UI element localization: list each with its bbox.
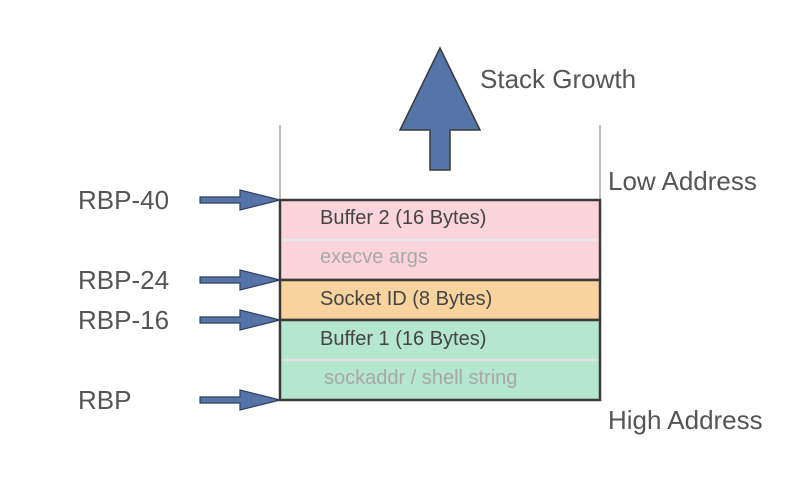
low-address-label: Low Address	[608, 166, 757, 196]
register-label-rbp-40: RBP-40	[78, 185, 170, 215]
stack-growth-arrow-icon	[398, 46, 482, 171]
stack-growth-label: Stack Growth	[480, 64, 637, 94]
socket-id-label: Socket ID (8 Bytes)	[320, 288, 493, 310]
rbp-24-pointer-arrow-icon	[199, 269, 281, 291]
buffer-1-sublabel: sockaddr / shell string	[324, 367, 518, 389]
rbp-40-pointer-arrow-icon	[199, 189, 281, 211]
buffer-2-label: Buffer 2 (16 Bytes)	[320, 207, 487, 229]
buffer-1-label: Buffer 1 (16 Bytes)	[320, 328, 487, 350]
high-address-label: High Address	[608, 405, 763, 435]
register-label-rbp: RBP	[78, 385, 132, 415]
rbp-16-pointer-arrow-icon	[199, 309, 281, 331]
register-label-rbp-24: RBP-24	[78, 265, 170, 295]
rbp-pointer-arrow-icon	[199, 389, 281, 411]
register-label-rbp-16: RBP-16	[78, 305, 170, 335]
buffer-2-sublabel: execve args	[320, 246, 428, 268]
